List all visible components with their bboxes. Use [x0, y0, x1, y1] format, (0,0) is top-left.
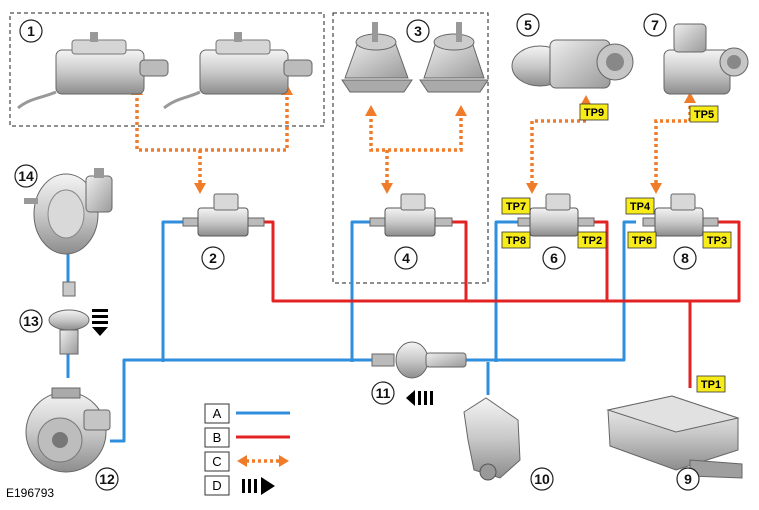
test-point-tp4: TP4	[625, 197, 655, 215]
test-point-label: TP6	[632, 235, 652, 247]
callout-5: 5	[516, 13, 540, 37]
test-point-label: TP8	[506, 235, 526, 247]
callout-2: 2	[201, 246, 225, 270]
callout-11: 11	[371, 381, 395, 405]
callout-label: 7	[651, 17, 659, 33]
test-point-label: TP2	[582, 235, 602, 247]
test-point-label: TP4	[630, 201, 651, 213]
engine-mount-right	[419, 22, 489, 93]
callout-4: 4	[394, 246, 418, 270]
test-point-tp7: TP7	[501, 197, 531, 215]
callout-label: 5	[524, 17, 532, 33]
callout-label: 10	[534, 471, 550, 487]
legend-key-d: D	[212, 478, 221, 493]
callout-9: 9	[676, 467, 700, 491]
callout-label: 6	[550, 250, 558, 266]
callout-label: 3	[414, 23, 422, 39]
callout-8: 8	[673, 246, 697, 270]
check-valve-13	[48, 281, 90, 355]
test-point-label: TP3	[707, 235, 727, 247]
group-box-1	[9, 12, 325, 127]
callout-12: 12	[95, 467, 119, 491]
legend-key-c: C	[212, 454, 221, 469]
group-box-3	[332, 12, 489, 284]
callout-label: 2	[209, 250, 217, 266]
atmosphere-lines	[262, 220, 741, 388]
test-point-tp3: TP3	[702, 231, 732, 249]
callout-label: 1	[27, 23, 35, 39]
brake-booster	[24, 168, 113, 255]
callout-label: 9	[684, 471, 692, 487]
test-point-tp1: TP1	[696, 375, 726, 393]
test-point-tp5: TP5	[689, 105, 719, 123]
turbocharger-component-left	[17, 32, 169, 110]
valve-assembly-7	[663, 23, 749, 95]
callout-label: 8	[681, 250, 689, 266]
callout-7: 7	[643, 13, 667, 37]
vacuum-pump	[25, 387, 111, 473]
callout-6: 6	[542, 246, 566, 270]
callout-3: 3	[406, 19, 430, 43]
engine-mount-left	[341, 22, 413, 93]
flow-arrow-11	[406, 390, 433, 406]
solenoid-valve-8	[642, 193, 719, 237]
test-point-label: TP7	[506, 201, 526, 213]
solenoid-valve-2	[182, 193, 265, 237]
legend-key-a: A	[213, 406, 222, 421]
test-point-tp2: TP2	[577, 231, 607, 249]
control-link-arrowheads	[131, 84, 696, 194]
legend-orange-arrow	[237, 455, 289, 467]
callout-label: 14	[18, 168, 34, 184]
test-point-tp9: TP9	[579, 103, 609, 121]
test-point-tp6: TP6	[627, 231, 657, 249]
turbocharger-component-right	[163, 32, 313, 110]
test-point-label: TP5	[694, 109, 714, 121]
test-point-label: TP9	[584, 107, 604, 119]
callout-label: 12	[99, 471, 115, 487]
solenoid-valve-6	[517, 193, 595, 237]
test-point-label: TP1	[701, 379, 721, 391]
solenoid-valve-4	[369, 193, 453, 237]
test-point-tp8: TP8	[501, 231, 531, 249]
valve-assembly-5	[511, 39, 634, 89]
callout-1: 1	[19, 19, 43, 43]
callout-label: 13	[23, 313, 39, 329]
callout-13: 13	[19, 309, 43, 333]
legend-black-arrow	[242, 477, 275, 495]
callout-10: 10	[530, 467, 554, 491]
callout-label: 11	[376, 385, 391, 401]
flow-arrow-13	[92, 309, 108, 336]
vacuum-reservoir	[463, 397, 521, 481]
air-cleaner	[606, 395, 743, 479]
legend-key-b: B	[213, 430, 222, 445]
callout-14: 14	[14, 164, 38, 188]
check-valve-11	[371, 341, 467, 379]
callout-label: 4	[402, 250, 410, 266]
reference-code: E196793	[6, 486, 54, 500]
legend: A B C D	[204, 403, 290, 496]
